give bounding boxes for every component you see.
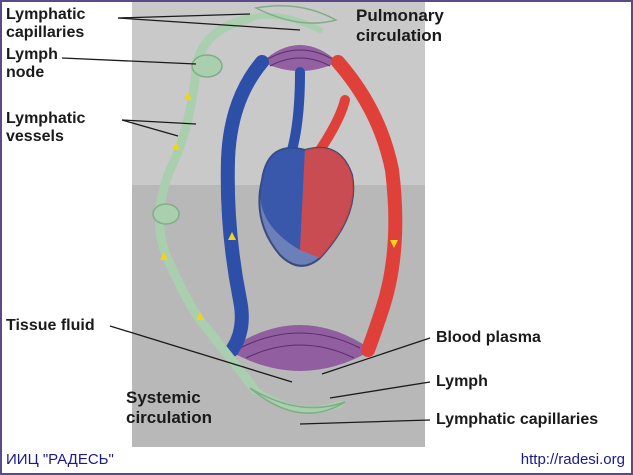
lymphatic-capillaries-bottom-bed bbox=[249, 387, 346, 414]
flow-arrows bbox=[160, 92, 398, 320]
label-blood-plasma: Blood plasma bbox=[436, 329, 541, 346]
label-lymph: Lymph bbox=[436, 373, 488, 390]
lymphatic-capillaries-top-bed bbox=[253, 4, 338, 24]
heart bbox=[258, 146, 355, 267]
systemic-capillary-bed bbox=[228, 325, 372, 371]
label-tissue-fluid: Tissue fluid bbox=[6, 317, 95, 334]
label-lymphatic-capillaries-bottom: Lymphatic capillaries bbox=[436, 411, 599, 428]
label-lymph-node: Lymph node bbox=[6, 46, 58, 81]
label-pulmonary-circulation: Pulmonary circulation bbox=[356, 6, 444, 45]
leader-lines bbox=[61, 13, 431, 425]
pulmonary-capillary-bed bbox=[262, 45, 338, 71]
label-systemic-circulation: Systemic circulation bbox=[126, 388, 212, 427]
lymph-node-lower bbox=[152, 203, 180, 225]
label-lymphatic-vessels: Lymphatic vessels bbox=[6, 110, 86, 145]
footer-publisher: ИИЦ "РАДЕСЬ" bbox=[6, 451, 114, 468]
deoxygenated-vessels bbox=[220, 55, 305, 357]
footer-website-link[interactable]: http://radesi.org bbox=[520, 451, 625, 468]
label-lymphatic-capillaries-top: Lymphatic capillaries bbox=[6, 6, 86, 41]
oxygenated-vessels bbox=[315, 55, 403, 357]
lymph-node-upper bbox=[191, 54, 223, 78]
